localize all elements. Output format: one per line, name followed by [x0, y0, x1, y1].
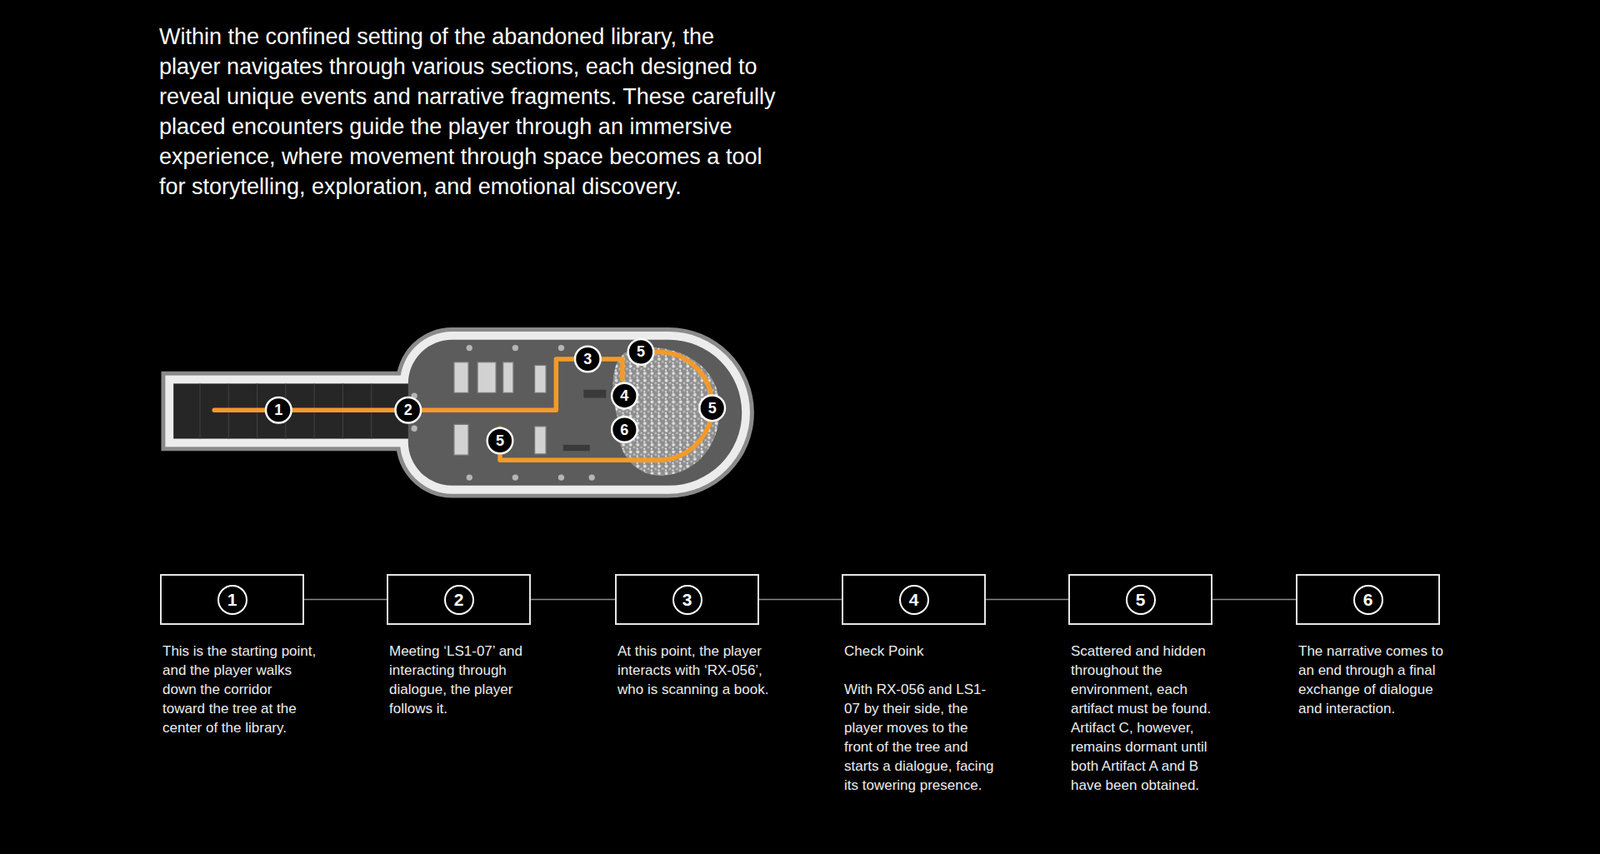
step-number: 2: [444, 585, 475, 615]
step-description: Scattered and hidden throughout the envi…: [1070, 641, 1225, 795]
pillar: [410, 425, 417, 432]
callout-number: 6: [611, 417, 637, 443]
route-markers: [265, 339, 725, 454]
pillar: [558, 345, 565, 351]
step-text: At this point, the player interacts with…: [617, 641, 772, 700]
step-description: The narrative comes to an end through a …: [1298, 641, 1453, 719]
table: [477, 362, 496, 394]
callout-number: 5: [487, 428, 513, 454]
step-box: 3At this point, the player interacts wit…: [615, 574, 760, 625]
map-group: [160, 327, 754, 498]
step-text: Meeting ‘LS1-07’ and interacting through…: [389, 641, 544, 719]
table: [454, 362, 469, 394]
pillar: [466, 474, 473, 480]
shelf: [535, 426, 546, 455]
step-number: 5: [1125, 585, 1156, 615]
callout-number: 2: [395, 397, 421, 423]
desk: [563, 445, 590, 451]
step-text: Scattered and hidden throughout the envi…: [1070, 641, 1225, 795]
callout-number: 5: [628, 339, 654, 365]
pillar: [589, 474, 595, 480]
pillar: [558, 474, 565, 480]
marker-circle: [699, 395, 725, 421]
table: [454, 424, 469, 455]
callout-number: 4: [611, 383, 637, 409]
step-box: 1This is the starting point, and the pla…: [160, 574, 305, 625]
step-number: 1: [217, 585, 248, 615]
step-description: Check PoinkWith RX-056 and LS1-07 by the…: [844, 641, 999, 795]
marker-circle: [265, 397, 292, 424]
step-description: This is the starting point, and the play…: [162, 641, 317, 738]
step-number: 3: [672, 585, 703, 615]
callout-number: 3: [575, 346, 600, 372]
intro-paragraph: Within the confined setting of the aband…: [159, 21, 780, 202]
player-route: [214, 351, 713, 460]
shelf: [535, 365, 546, 393]
marker-circle: [487, 428, 514, 455]
step-number: 6: [1353, 585, 1384, 615]
step-box: 6The narrative comes to an end through a…: [1295, 574, 1440, 625]
marker-circle: [611, 383, 638, 410]
desk: [583, 390, 606, 399]
step-text: This is the starting point, and the play…: [162, 641, 317, 738]
step-text: The narrative comes to an end through a …: [1298, 641, 1453, 719]
callout-number: 1: [265, 397, 291, 423]
chamber-wall: [400, 331, 750, 495]
pillar: [512, 345, 519, 351]
marker-circle: [611, 416, 638, 443]
step-description: At this point, the player interacts with…: [617, 641, 772, 700]
chamber-outline: [395, 327, 755, 498]
marker-circle: [395, 397, 421, 424]
connector-line: [985, 599, 1069, 601]
connector-line: [530, 599, 615, 601]
step-box: 5Scattered and hidden throughout the env…: [1068, 574, 1213, 625]
route-line: [500, 351, 713, 460]
step-box: 2Meeting ‘LS1-07’ and interacting throug…: [386, 574, 531, 625]
callout-number: 5: [700, 395, 725, 421]
connector-line: [759, 599, 842, 601]
pillar: [512, 474, 519, 480]
step-description: Meeting ‘LS1-07’ and interacting through…: [389, 641, 544, 719]
step-heading: Check Poink: [844, 641, 999, 661]
step-box: 4Check PoinkWith RX-056 and LS1-07 by th…: [841, 574, 986, 625]
connector-line: [1212, 599, 1296, 601]
marker-circle: [575, 346, 601, 373]
chamber-floor: [408, 340, 742, 486]
pillar: [466, 345, 473, 351]
step-text: With RX-056 and LS1-07 by their side, th…: [844, 680, 999, 795]
connector-line: [304, 599, 387, 601]
table: [503, 362, 514, 394]
marker-circle: [628, 339, 655, 365]
step-number: 4: [899, 585, 930, 615]
segment-line: [199, 383, 200, 439]
